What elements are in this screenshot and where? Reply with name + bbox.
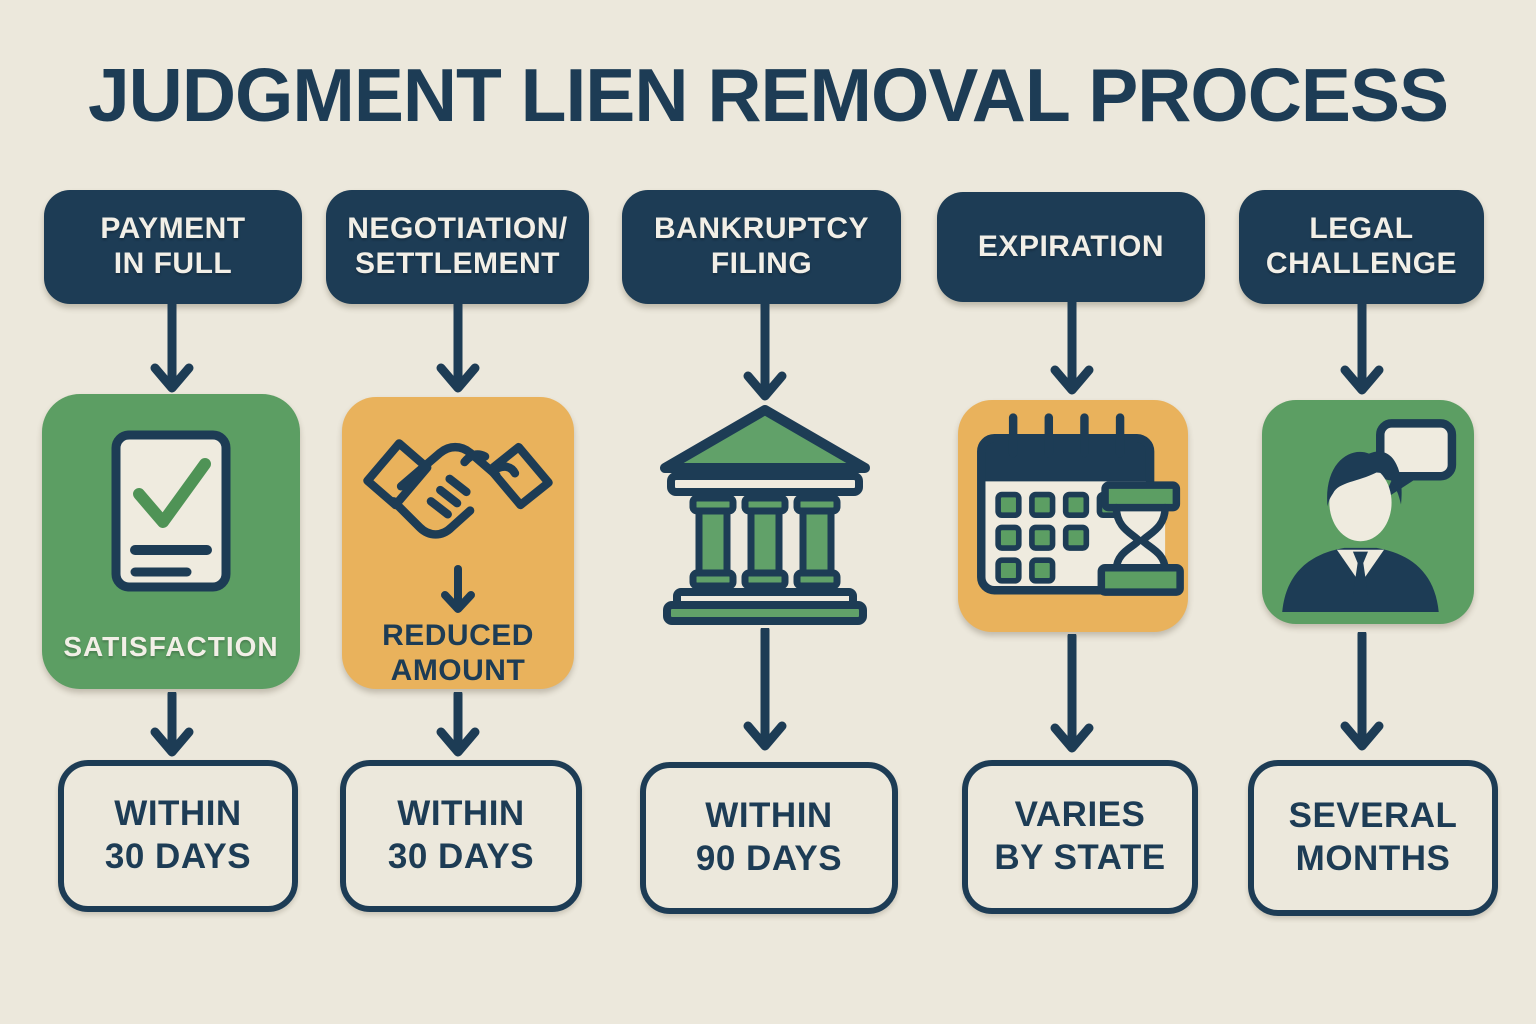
expiration-card: [958, 400, 1188, 632]
down-arrow-icon: [436, 692, 480, 757]
down-arrow-icon: [1050, 634, 1094, 753]
step-header-bankruptcy-filing: BANKRUPTCY FILING: [622, 190, 901, 304]
down-arrow-icon: [150, 302, 194, 393]
down-arrow-icon: [1340, 302, 1384, 395]
reduced-amount-label: REDUCED AMOUNT: [382, 619, 534, 687]
down-arrow-icon: [1340, 632, 1384, 751]
outcome-within-30-days: WITHIN 30 DAYS: [58, 760, 298, 912]
outcome-varies-by-state: VARIES BY STATE: [962, 760, 1198, 914]
small-down-arrow-icon: [441, 565, 475, 613]
down-arrow-icon: [1050, 302, 1094, 395]
down-arrow-icon: [436, 302, 480, 393]
satisfaction-card: SATISFACTION: [42, 394, 300, 689]
step-header-expiration: EXPIRATION: [937, 192, 1205, 302]
outcome-within-30-days: WITHIN 30 DAYS: [340, 760, 582, 912]
legal-challenge-card: [1262, 400, 1474, 624]
down-arrow-icon: [743, 628, 787, 751]
step-header-legal-challenge: LEGAL CHALLENGE: [1239, 190, 1484, 304]
document-check-icon: [111, 430, 231, 592]
outcome-several-months: SEVERAL MONTHS: [1248, 760, 1498, 916]
down-arrow-icon: [743, 302, 787, 401]
down-arrow-icon: [150, 692, 194, 757]
courthouse-icon: [660, 405, 870, 625]
step-header-payment-in-full: PAYMENT IN FULL: [44, 190, 302, 304]
reduced-amount-card: REDUCED AMOUNT: [342, 397, 574, 689]
page-title: JUDGMENT LIEN REMOVAL PROCESS: [87, 53, 1449, 137]
satisfaction-label: SATISFACTION: [63, 631, 279, 662]
step-header-negotiation-settlement: NEGOTIATION/ SETTLEMENT: [326, 190, 589, 304]
outcome-within-90-days: WITHIN 90 DAYS: [640, 762, 898, 914]
person-speech-bubble-icon: [1282, 419, 1457, 612]
handshake-icon: [363, 439, 553, 539]
calendar-hourglass-icon: [977, 413, 1184, 596]
